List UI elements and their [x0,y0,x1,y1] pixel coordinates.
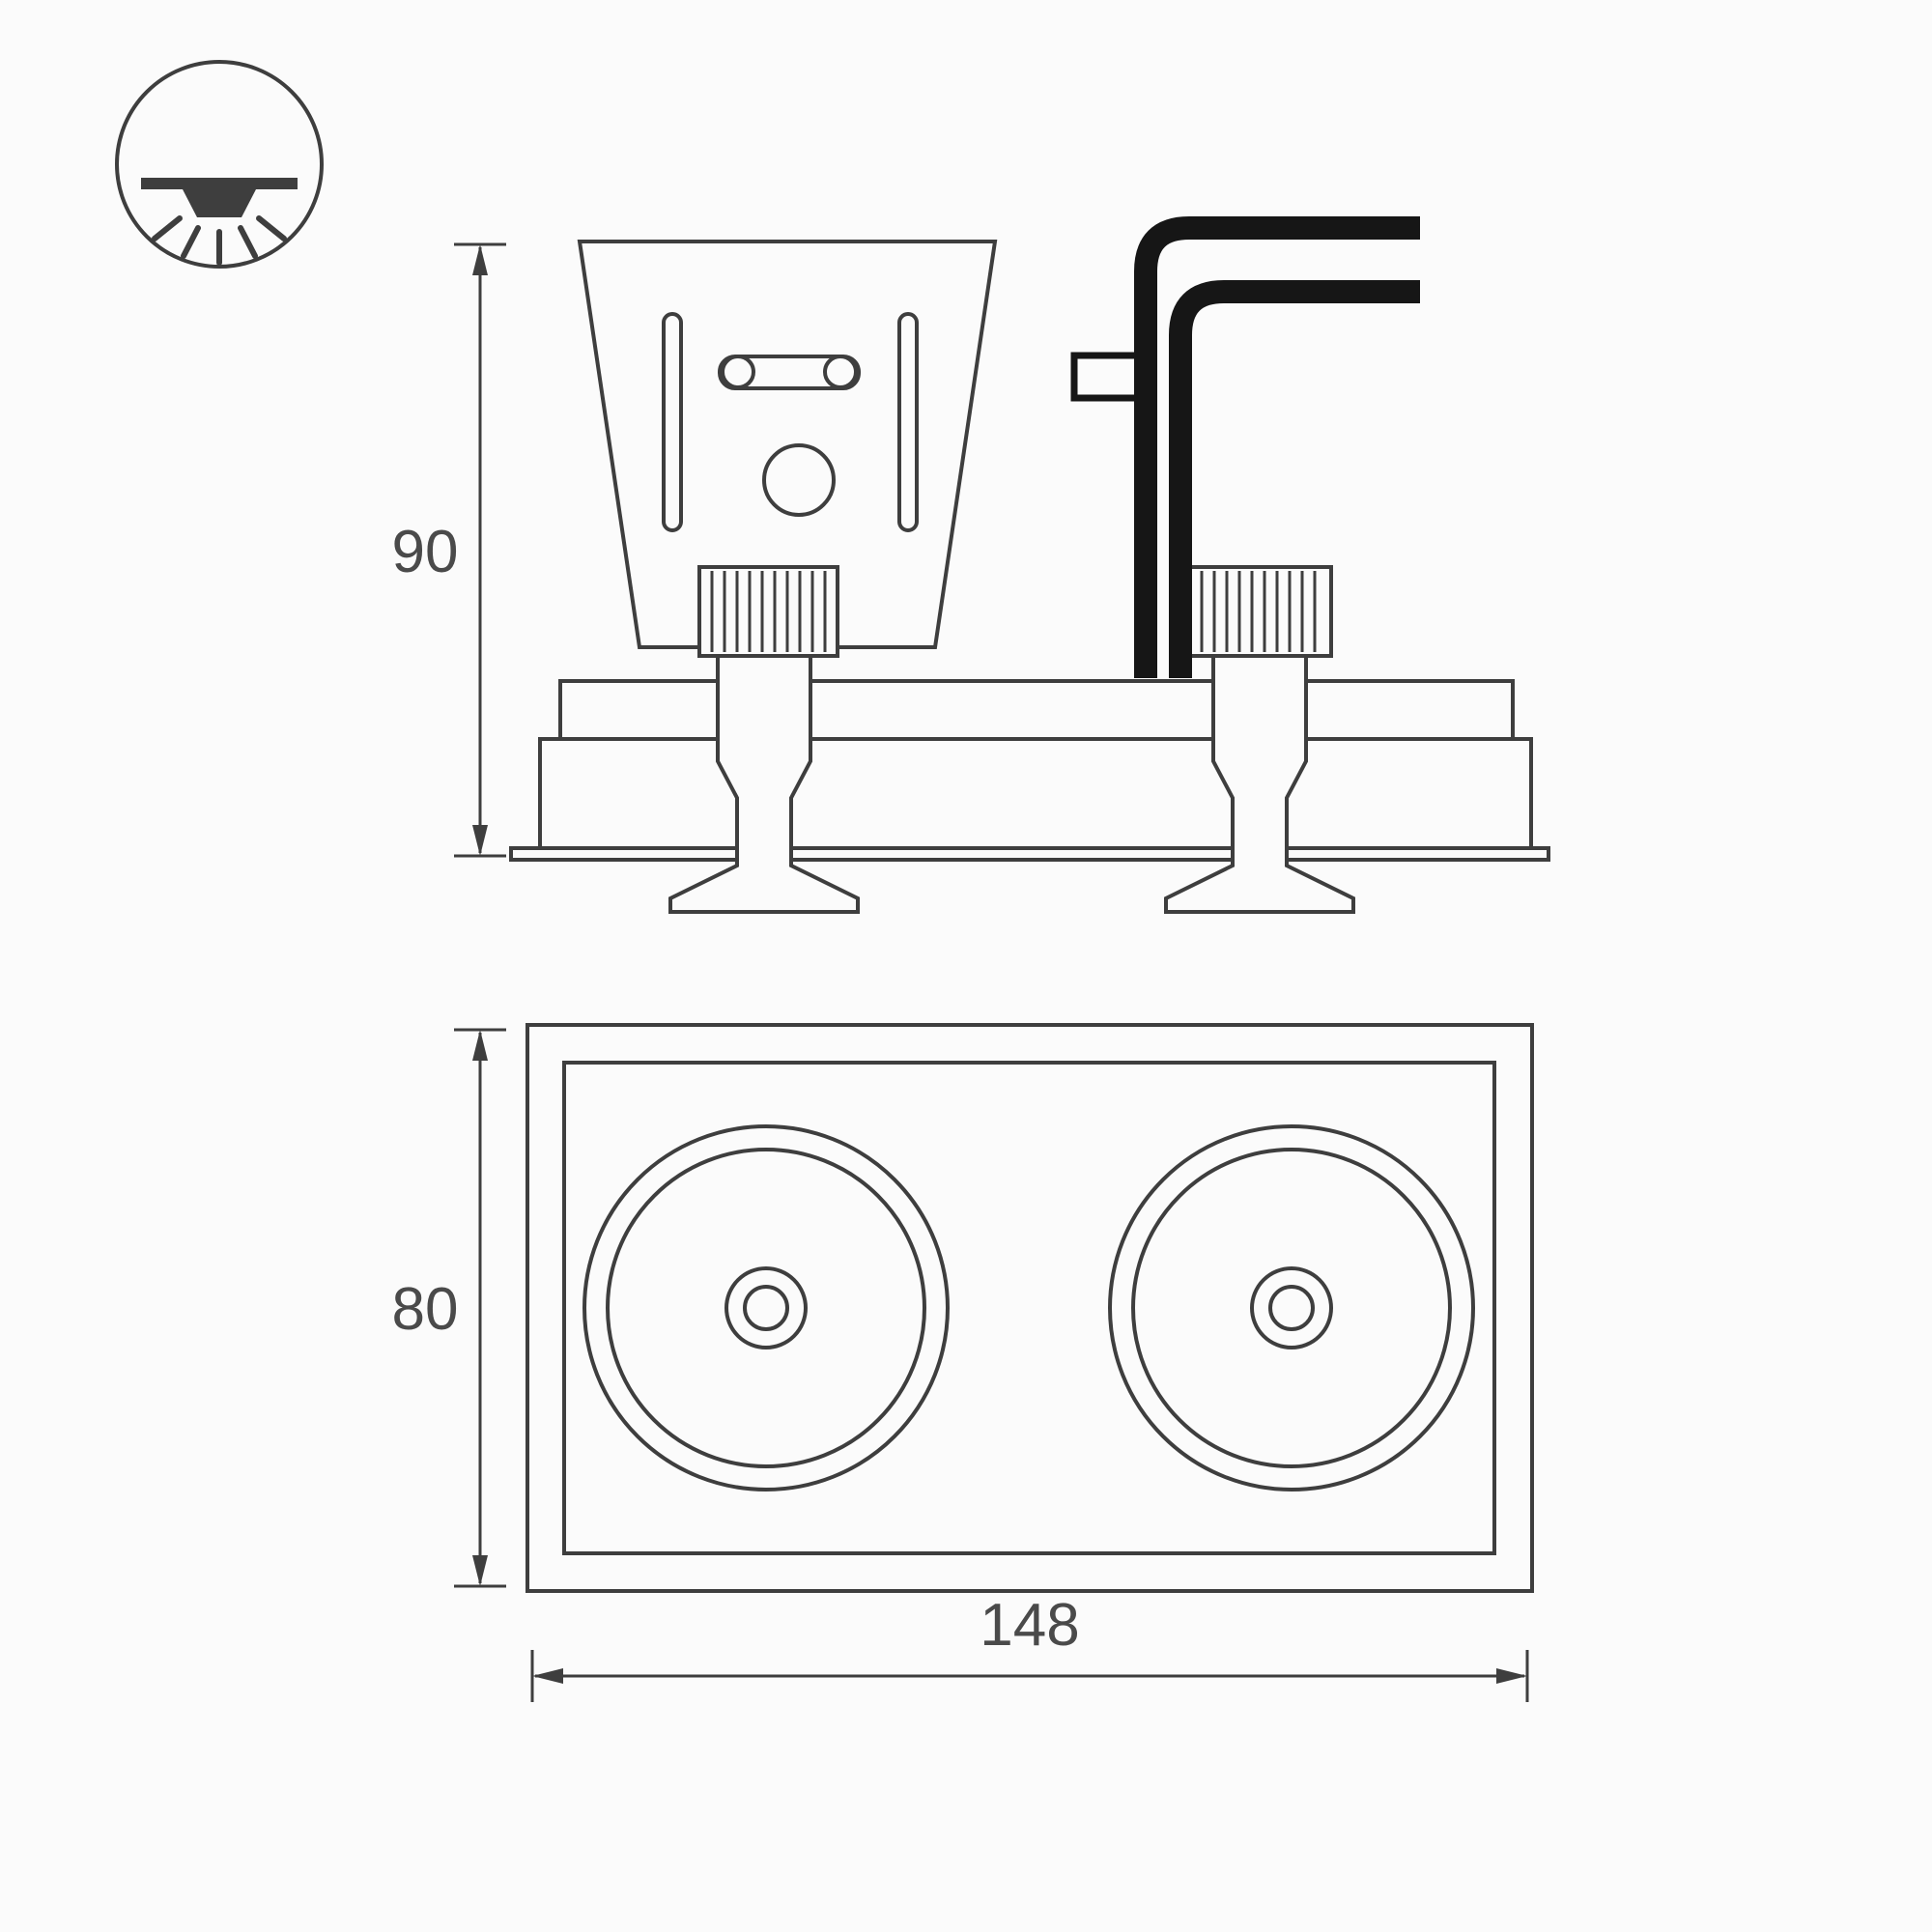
dimension-arrow-up [472,244,488,275]
screw-head-left [721,355,755,389]
lamp-left [582,1124,950,1492]
housing-upper-step [558,679,1515,741]
heatsink-left-body [697,565,839,658]
power-cable-right [1169,280,1420,678]
lamp-right-led-center [1268,1285,1315,1331]
recessed-downlight-mount-icon [115,60,324,269]
fixture-outer-frame [526,1023,1534,1593]
light-ray-icon [256,215,287,242]
dimension-height-80: 80 [392,1028,506,1588]
icon-light-rays [152,215,287,266]
lamp-left-reflector-ring [606,1148,926,1468]
light-ray-icon [152,215,183,242]
icon-ceiling-line [141,178,298,189]
dimension-label-height-side: 90 [392,519,459,585]
reflector-cone-right [1164,651,1355,914]
lamp-left-led-ring [724,1266,808,1350]
dimension-arrow-right [1496,1668,1527,1684]
dimension-width-148: 148 [530,1592,1529,1702]
bracket-slot-right [897,312,919,532]
lamp-right-outer-ring [1108,1124,1475,1492]
housing-flange [509,846,1550,862]
power-cable-left [1134,216,1420,678]
dimension-arrow-down [472,825,488,856]
dimension-label-height-front: 80 [392,1276,459,1343]
light-ray-icon [181,225,201,259]
reflector-cone-left [668,651,860,914]
heatsink-left [697,565,839,658]
cable-clamp [1070,352,1142,402]
lamp-right [1108,1124,1475,1492]
heatsink-right-body [1187,565,1333,658]
heatsink-right [1187,565,1333,658]
light-ray-icon [238,225,258,259]
heatsink-right-fins [1200,571,1317,652]
mounting-bracket [577,240,998,649]
adjustment-slot [718,355,861,390]
lamp-right-reflector-ring [1131,1148,1452,1468]
dimension-label-width-front: 148 [980,1592,1079,1659]
dimension-height-90: 90 [392,242,506,858]
dimension-arrow-left [532,1668,563,1684]
lamp-left-led-center [743,1285,789,1331]
dimension-arrow-down [472,1555,488,1586]
icon-lamp-body [183,189,256,217]
lamp-right-led-ring [1250,1266,1333,1350]
icon-circle-border [115,60,324,269]
screw-head-right [823,355,858,389]
bracket-hole [762,443,836,517]
power-cables [1070,216,1420,678]
lamp-left-outer-ring [582,1124,950,1492]
heatsink-left-fins [710,571,827,652]
bracket-slot-left [662,312,683,532]
side-view-drawing: 90 [392,216,1550,914]
dimension-arrow-up [472,1030,488,1061]
fixture-inner-frame [562,1061,1496,1555]
housing-lower-step [538,737,1533,850]
front-view-drawing: 80 148 [392,1023,1534,1702]
